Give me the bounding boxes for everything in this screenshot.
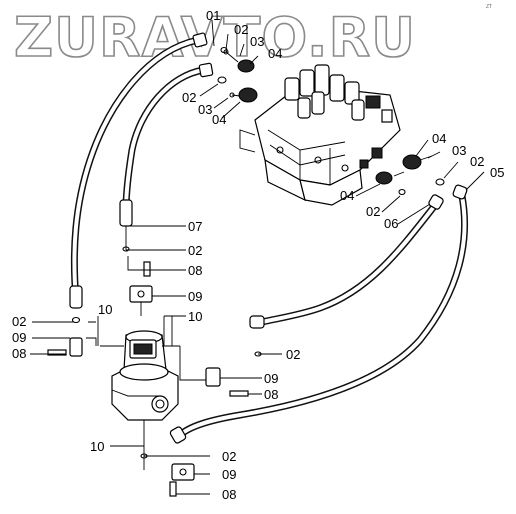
callout-mid-02: 02 <box>366 204 380 219</box>
callout-b-08: 08 <box>222 487 236 502</box>
corner-mark: ZT <box>486 4 492 10</box>
swivel-joint <box>111 330 179 421</box>
callout-left-03: 03 <box>198 102 212 117</box>
callout-c-07: 07 <box>188 219 202 234</box>
callout-top-02: 02 <box>234 22 248 37</box>
port-flange-fittings <box>237 59 422 185</box>
callout-r-09: 09 <box>264 371 278 386</box>
callout-right-02: 02 <box>470 154 484 169</box>
callout-top-04: 04 <box>268 46 282 61</box>
callout-top-01: 01 <box>206 8 220 23</box>
control-valve-block <box>239 64 401 206</box>
hoses <box>70 36 469 439</box>
callout-left-02: 02 <box>182 90 196 105</box>
callout-c-10: 10 <box>188 309 202 324</box>
callout-left-04: 04 <box>212 112 226 127</box>
callout-l-09: 09 <box>12 330 26 345</box>
cap-screws <box>47 261 249 497</box>
callout-b-09: 09 <box>222 467 236 482</box>
callout-labels: 01 02 03 04 02 03 04 04 03 02 05 04 02 0… <box>12 8 504 502</box>
callout-b-10: 10 <box>90 439 104 454</box>
callout-mid-04: 04 <box>340 188 354 203</box>
callout-l-08: 08 <box>12 346 26 361</box>
hose-end-fittings <box>69 32 468 444</box>
watermark-text: ZURAVTO.RU <box>14 6 416 69</box>
callout-l-10: 10 <box>98 302 112 317</box>
callout-right-04: 04 <box>432 131 446 146</box>
callout-b-02: 02 <box>222 449 236 464</box>
callout-c-02: 02 <box>188 243 202 258</box>
callout-c-08: 08 <box>188 263 202 278</box>
callout-right-05: 05 <box>490 165 504 180</box>
callout-c-09: 09 <box>188 289 202 304</box>
callout-l-02: 02 <box>12 314 26 329</box>
callout-right-03: 03 <box>452 143 466 158</box>
callout-r-08: 08 <box>264 387 278 402</box>
leader-lines <box>30 19 485 495</box>
flange-blocks <box>69 285 221 481</box>
callout-top-03: 03 <box>250 34 264 49</box>
callout-r-02: 02 <box>286 347 300 362</box>
callout-mid-06: 06 <box>384 216 398 231</box>
